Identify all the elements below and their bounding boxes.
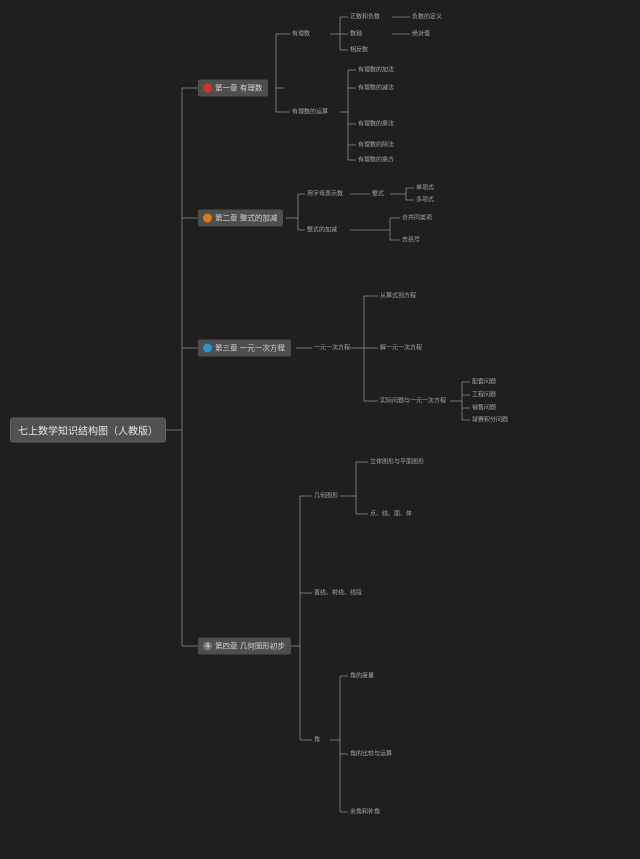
chapter-2-label: 第二章 整式的加减 [215,213,278,223]
topic-c2-a3[interactable]: 多项式 [416,196,435,204]
topic-c1-c[interactable]: 数轴 [350,30,363,38]
blue-dot-icon [203,343,212,353]
topic-c1-a1[interactable]: 负数的定义 [412,13,443,21]
topic-c4-c3[interactable]: 余角和补角 [350,808,381,816]
topic-c1-f2[interactable]: 有理数的减法 [358,84,395,92]
chapter-2-node[interactable]: 第二章 整式的加减 [198,209,284,227]
chapter-3-node[interactable]: 第三章 一元一次方程 [198,339,291,357]
topic-c3-a1[interactable]: 从算式到方程 [380,292,417,300]
topic-c3-a[interactable]: 一元一次方程 [314,344,351,352]
topic-c3-a3-3[interactable]: 销售问题 [472,404,497,412]
red-dot-icon [203,83,212,93]
chapter-1-label: 第一章 有理数 [215,83,263,93]
topic-c1-b[interactable]: 有理数 [292,30,311,38]
orange-dot-icon [203,213,212,223]
topic-c2-b1[interactable]: 合并同类项 [402,214,433,222]
topic-c4-c1[interactable]: 角的度量 [350,672,375,680]
chapter-4-label: 第四章 几何图形初步 [215,641,285,651]
chapter-1-node[interactable]: 第一章 有理数 [198,79,269,97]
topic-c1-f1[interactable]: 有理数的加法 [358,66,395,74]
topic-c2-a2[interactable]: 单项式 [416,184,435,192]
topic-c1-f[interactable]: 有理数的运算 [292,108,329,116]
topic-c4-a[interactable]: 几何图形 [314,492,339,500]
topic-c1-e[interactable]: 绝对值 [412,30,431,38]
topic-c1-d[interactable]: 相反数 [350,46,369,54]
topic-c4-a2[interactable]: 点、线、面、体 [370,510,413,518]
topic-c4-c2[interactable]: 角的比较与运算 [350,750,393,758]
topic-c3-a3-2[interactable]: 工程问题 [472,391,497,399]
topic-c3-a3-4[interactable]: 球赛积分问题 [472,416,509,424]
topic-c2-a1[interactable]: 整式 [372,190,385,198]
chapter-3-label: 第三章 一元一次方程 [215,343,285,353]
topic-c2-b2[interactable]: 去括号 [402,236,421,244]
topic-c1-f3[interactable]: 有理数的乘法 [358,120,395,128]
topic-c4-b[interactable]: 直线、射线、线段 [314,589,363,597]
topic-c1-a[interactable]: 正数和负数 [350,13,381,21]
topic-c1-f4[interactable]: 有理数的除法 [358,141,395,149]
topic-c2-a[interactable]: 用字母表示数 [307,190,344,198]
topic-c3-a3-1[interactable]: 配套问题 [472,378,497,386]
number-4-icon: 4 [203,641,212,651]
topic-c4-a1[interactable]: 立体图形与平面图形 [370,458,425,466]
topic-c1-f5[interactable]: 有理数的乘方 [358,156,395,164]
root-topic[interactable]: 七上数学知识结构图（人教版） [10,417,166,443]
topic-c2-b[interactable]: 整式的加减 [307,226,338,234]
chapter-4-node[interactable]: 4 第四章 几何图形初步 [198,637,291,655]
topic-c3-a2[interactable]: 解一元一次方程 [380,344,423,352]
topic-c3-a3[interactable]: 实际问题与一元一次方程 [380,397,447,405]
topic-c4-c[interactable]: 角 [314,736,321,744]
